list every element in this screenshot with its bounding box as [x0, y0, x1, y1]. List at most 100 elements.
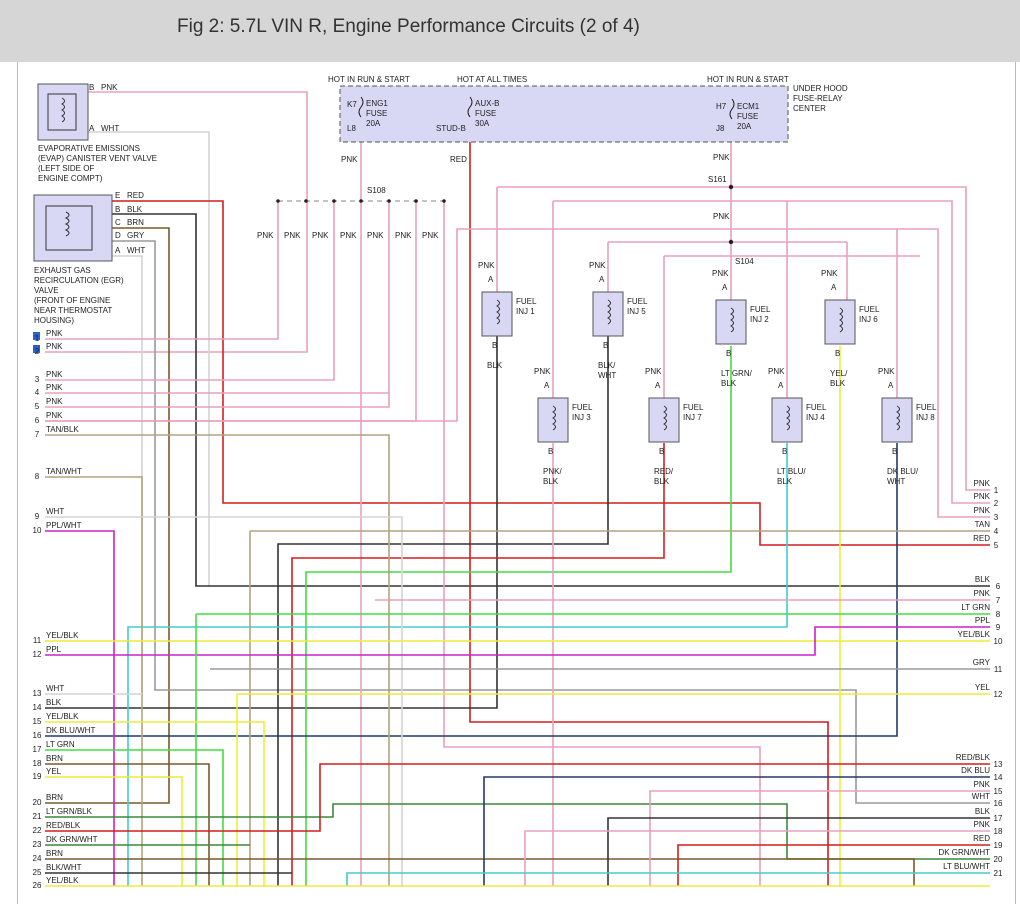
splice-s108-tap-2: [304, 199, 308, 203]
fuse-3-top: H7: [716, 102, 727, 111]
evap-label-1: EVAPORATIVE EMISSIONS: [38, 144, 140, 153]
dkblu-wire-14: [483, 776, 990, 886]
right-g2-terminal-12-wire: YEL: [975, 683, 991, 692]
injector-3-name-1: FUEL: [750, 305, 771, 314]
fuel-injector-1: [481, 291, 513, 337]
right-g1-terminal-4-wire: TAN: [975, 520, 991, 529]
injector-1-pin-b: B: [492, 341, 497, 350]
injector-2-bottom-wire-1: BLK/: [598, 361, 616, 370]
splice-s108-tap-1: [276, 199, 280, 203]
right-g3-terminal-16-num: 16: [994, 799, 1003, 808]
egr-valve-coil-frame: [45, 205, 93, 251]
right-g3-terminal-18-wire: PNK: [974, 820, 991, 829]
injector-2-name-2: INJ 5: [627, 307, 646, 316]
left-terminal-16-num: 16: [33, 731, 42, 740]
inj8-dkbluwht: [45, 443, 898, 737]
injector-5-bottom-wire-1: PNK/: [543, 467, 562, 476]
injector-8-bottom-wire-2: WHT: [887, 477, 905, 486]
left-terminal-14-wire: BLK: [46, 698, 62, 707]
egr-pin-e-wire: RED: [127, 191, 144, 200]
right-g1-terminal-1-num: 1: [994, 486, 999, 495]
left-terminal-10-num: 10: [33, 526, 42, 535]
fuel-injector-coil: [607, 299, 611, 325]
injector-4-name-2: INJ 6: [859, 315, 878, 324]
egr-label-2: RECIRCULATION (EGR): [34, 276, 124, 285]
right-g3-terminal-15-num: 15: [994, 787, 1003, 796]
splice-s161-label: S161: [708, 175, 727, 184]
fuel-injector-2: [592, 291, 624, 337]
evap-label-3: (LEFT SIDE OF: [38, 164, 94, 173]
left-terminal-11-num: 11: [33, 636, 42, 645]
fuse-3-line-3: 20A: [737, 122, 752, 131]
egr-label-3: VALVE: [34, 286, 59, 295]
egr-label-5: NEAR THERMOSTAT: [34, 306, 112, 315]
right-g3-terminal-15-wire: PNK: [974, 780, 991, 789]
injector-2-top-wire: PNK: [589, 261, 606, 270]
injector-1-top-wire: PNK: [478, 261, 495, 270]
fuse-2-bottom: STUD-B: [436, 124, 466, 133]
left-terminal-10-wire: PPL/WHT: [46, 521, 82, 530]
injector-1-pin-a: A: [488, 275, 494, 284]
left-terminal-22-num: 22: [33, 826, 42, 835]
right-g1-terminal-3-wire: PNK: [974, 506, 991, 515]
right-g1-terminal-3-num: 3: [994, 513, 999, 522]
injector-3-bottom-wire-2: BLK: [721, 379, 737, 388]
fuse-2-line-1: AUX-B: [475, 99, 499, 108]
fuse-relay-center-label-1: UNDER HOOD: [793, 84, 848, 93]
egr-pin-c: C: [115, 218, 121, 227]
left-terminal-8-num: 8: [35, 472, 40, 481]
fuel-injector-8: [881, 397, 913, 443]
right-g3-terminal-14-wire: DK BLU: [961, 766, 990, 775]
splice-s108-tap-4: [359, 199, 363, 203]
injector-7-bottom-wire-1: LT BLU/: [777, 467, 806, 476]
right-g3-terminal-17-num: 17: [994, 814, 1003, 823]
egr-red-wire: [112, 200, 990, 546]
inj5-blkwht: [277, 330, 609, 886]
left-terminal-15-wire: YEL/BLK: [46, 712, 79, 721]
right-g1-terminal-5-wire: RED: [973, 534, 990, 543]
injector-4-bottom-wire-1: YEL/: [830, 369, 848, 378]
fuel-injector-coil: [730, 307, 734, 333]
left-terminal-2-wire: PNK: [46, 342, 63, 351]
left-terminal-16-wire: DK BLU/WHT: [46, 726, 95, 735]
left-terminal-19-wire: YEL: [46, 767, 62, 776]
splice-s108-tap-6: [414, 199, 418, 203]
fuse-2-symbol: [467, 96, 473, 118]
right-g2-terminal-10-num: 10: [994, 637, 1003, 646]
right-g3-terminal-19-num: 19: [994, 841, 1003, 850]
left-terminal-3-num: 3: [35, 375, 40, 384]
pnk-wire-15: [649, 790, 990, 886]
left-terminal-25-num: 25: [33, 868, 42, 877]
s108-drop-7: [443, 201, 761, 886]
fuse-3-line-2: FUSE: [737, 112, 758, 121]
ltgrn-wire-17: [45, 749, 224, 886]
fuse-1-line-1: ENG1: [366, 99, 388, 108]
evap-label-4: ENGINE COMPT): [38, 174, 103, 183]
fuse-relay-center-label-3: CENTER: [793, 104, 826, 113]
egr-pin-c-wire: BRN: [127, 218, 144, 227]
s108-tap-label-5: PNK: [367, 231, 384, 240]
fuel-injector-4: [824, 299, 856, 345]
s161-bus-2: [553, 200, 990, 504]
fuse-relay-center-box: [339, 85, 789, 143]
injector-3-pin-a: A: [722, 283, 728, 292]
egr-pin-b: B: [115, 205, 120, 214]
egr-pin-d-wire: GRY: [127, 231, 145, 240]
egr-gry-wire: [112, 240, 990, 804]
injector-6-bottom-wire-1: RED/: [654, 467, 674, 476]
left-terminal-5-num: 5: [35, 402, 40, 411]
egr-pin-d: D: [115, 231, 121, 240]
fuel-injector-6: [648, 397, 680, 443]
egr-label-6: HOUSING): [34, 316, 74, 325]
evap-pin-b-wire: PNK: [101, 83, 118, 92]
fuse-1-top: K7: [347, 100, 357, 109]
left-terminal-4-wire: PNK: [46, 383, 63, 392]
egr-label-1: EXHAUST GAS: [34, 266, 91, 275]
fuse-2-wire-label: RED: [450, 155, 467, 164]
fuel-injector-body: [881, 397, 913, 443]
injector-3-bottom-wire-1: LT GRN/: [721, 369, 753, 378]
injector-8-pin-a: A: [888, 381, 894, 390]
injector-7-top-wire: PNK: [768, 367, 785, 376]
right-g1-terminal-2-num: 2: [994, 499, 999, 508]
